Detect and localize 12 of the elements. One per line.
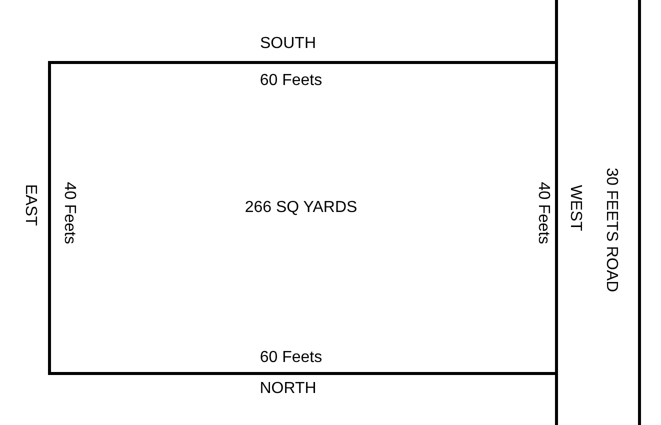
direction-label: EAST <box>21 184 39 226</box>
plot-outline <box>48 61 558 375</box>
dimension-label: 40 Feets <box>534 182 552 244</box>
dimension-label: 60 Feets <box>260 72 322 90</box>
direction-label: SOUTH <box>260 35 316 53</box>
dimension-label: 40 Feets <box>60 182 78 244</box>
road-band <box>555 0 641 425</box>
direction-label: NORTH <box>260 380 316 398</box>
area-label: 266 SQ YARDS <box>244 199 358 217</box>
direction-label: WEST <box>566 184 584 232</box>
road-label: 30 FEETS ROAD <box>602 168 620 292</box>
dimension-label: 60 Feets <box>260 349 322 367</box>
